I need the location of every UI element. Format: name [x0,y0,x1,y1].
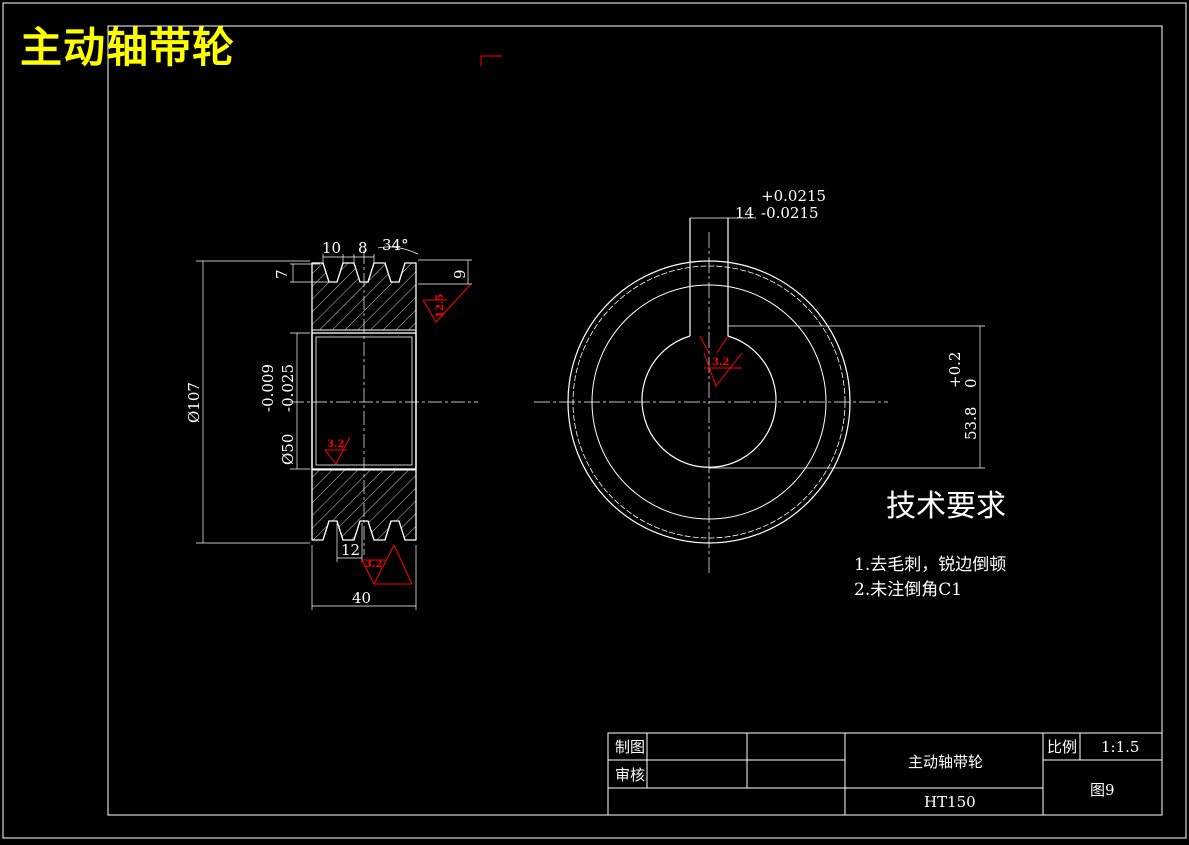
dim-groove-depth-left: 7 [273,269,291,279]
tech-item-1: 1.去毛刺，锐边倒顿 [854,555,1006,575]
tb-check-label: 审核 [615,766,645,784]
tb-scale-label: 比例 [1047,738,1077,756]
tech-item-2: 2.未注倒角C1 [854,580,962,600]
tech-heading: 技术要求 [886,489,1006,524]
tb-scale-value: 1:1.5 [1101,738,1139,756]
dim-keyway-tol-upper: +0.2 [946,352,964,388]
tb-drawing-no: 图9 [1090,781,1115,799]
dim-width: 40 [352,589,371,607]
roughness-symbols-section [324,284,471,586]
dim-groove-angle: 34° [382,236,409,254]
dim-bore-tol-lower: -0.025 [279,364,297,412]
tb-drawn-label: 制图 [615,738,645,756]
dim-outer-dia: Ø107 [185,382,203,423]
dim-keyway-tol-lower: 0 [962,378,980,388]
dim-key-tol-upper: +0.0215 [761,187,826,205]
dim-bore-tol-upper: -0.009 [259,364,277,412]
dim-keyway-depth: 53.8 [962,407,980,440]
dim-groove-width: 10 [322,239,341,257]
dim-groove-pitch: 8 [358,239,368,257]
roughness-bore: 3.2 [327,439,344,450]
roughness-groove: 12.5 [435,294,446,318]
section-view [196,246,478,610]
tb-material: HT150 [924,793,976,811]
corner-mark [480,55,502,66]
dim-groove-spacing: 12 [341,541,360,559]
dim-key-tol-lower: -0.0215 [761,204,819,222]
roughness-symbols-front [699,335,743,388]
roughness-keyway: 3.2 [712,357,729,368]
dim-bore-dia: Ø50 [279,434,297,465]
page-title: 主动轴带轮 [20,23,236,72]
dim-key-width: 14 [735,204,754,222]
front-view [534,217,985,573]
drawing-frame [107,25,1163,816]
tb-part-name: 主动轴带轮 [908,753,983,771]
dim-groove-depth-right: 9 [451,269,469,279]
title-block [607,732,1163,816]
roughness-bottom: 3.2 [365,559,382,570]
